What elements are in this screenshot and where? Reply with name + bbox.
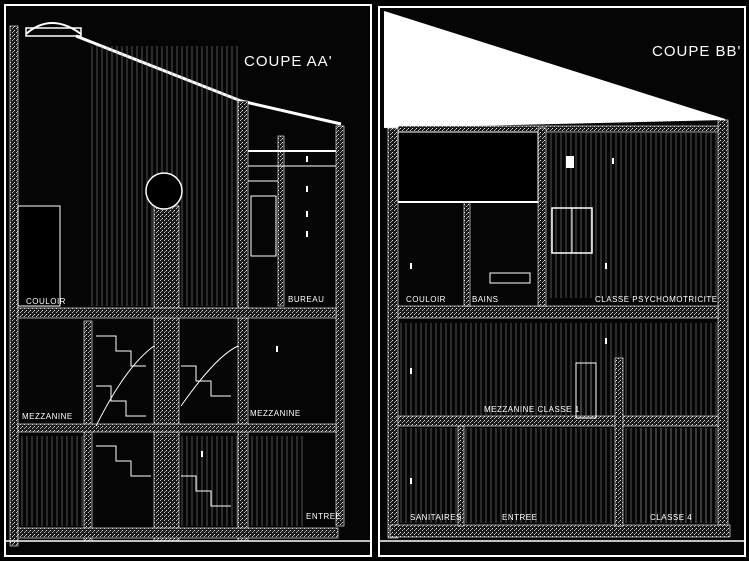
- stair-detail: [575, 362, 597, 419]
- room-label-mezzanine-left: MEZZANINE: [22, 412, 73, 421]
- room-label-bureau: BUREAU: [288, 295, 324, 304]
- stair-flight: [95, 335, 239, 507]
- right-outer-wall: [717, 119, 729, 531]
- section-aa-sheet: COUPE AA' COULOIR BUREAU MEZZANINE MEZZA…: [4, 4, 372, 557]
- floor-slab-mezzanine: [397, 415, 719, 427]
- room-label-couloir: COULOIR: [406, 295, 446, 304]
- section-bb-sheet: COUPE BB' COULOIR BAINS CLASSE PSYCHOMOT…: [378, 6, 746, 557]
- upper-left-room: [17, 205, 61, 307]
- ground-slab: [17, 527, 339, 539]
- room-label-mezzanine-right: MEZZANINE: [250, 409, 301, 418]
- skylight-arc: [25, 22, 82, 35]
- wall-sanitaires: [457, 425, 465, 527]
- room-label-couloir: COULOIR: [26, 297, 66, 306]
- floor-slab-upper: [397, 305, 719, 319]
- right-outer-wall: [335, 125, 345, 527]
- room-label-classe-psychomotricite: CLASSE PSYCHOMOTRICITE: [595, 295, 718, 304]
- central-column: [153, 205, 180, 542]
- room-label-sanitaires: SANITAIRES: [410, 513, 462, 522]
- bureau-furniture: [250, 195, 277, 257]
- ground-slab: [389, 524, 731, 538]
- room-label-classe: CLASSE 4: [650, 513, 692, 522]
- floor-slab-mezzanine: [17, 423, 337, 433]
- section-aa-drawing: COUPE AA' COULOIR BUREAU MEZZANINE MEZZA…: [6, 22, 370, 547]
- room-label-mezzanine-classe: MEZZANINE CLASSE 1: [484, 405, 580, 414]
- room-label-entree: ENTREE: [306, 512, 341, 521]
- sky-triangle: [384, 12, 725, 128]
- room-label-entree: ENTREE: [502, 513, 537, 522]
- wall-bains-right: [537, 127, 547, 307]
- wall-bains-left: [463, 197, 471, 307]
- section-title: COUPE BB': [652, 43, 741, 60]
- bench-bains: [489, 272, 531, 284]
- skylight-box: [25, 27, 82, 37]
- ground-stripes-dense: [638, 428, 718, 523]
- upper-right-stripes: [548, 133, 718, 298]
- upper-left-room: [397, 131, 539, 203]
- wall-classe: [614, 357, 624, 527]
- roof-slab: [397, 125, 719, 133]
- level-markers: [201, 156, 308, 457]
- wall-right-upper: [237, 100, 249, 542]
- section-title: COUPE AA': [244, 53, 333, 70]
- section-bb-drawing: COUPE BB' COULOIR BAINS CLASSE PSYCHOMOT…: [380, 11, 744, 542]
- level-markers: [410, 158, 614, 484]
- left-outer-wall: [387, 127, 399, 539]
- small-panel: [566, 156, 574, 168]
- floor-slab-upper: [17, 307, 337, 319]
- wall-bureau: [277, 135, 285, 307]
- left-outer-wall: [9, 25, 19, 547]
- middle-stripes: [398, 323, 728, 415]
- room-label-bains: BAINS: [472, 295, 499, 304]
- roof-line: [383, 11, 726, 121]
- lower-void: [18, 436, 88, 526]
- round-window: [145, 172, 183, 210]
